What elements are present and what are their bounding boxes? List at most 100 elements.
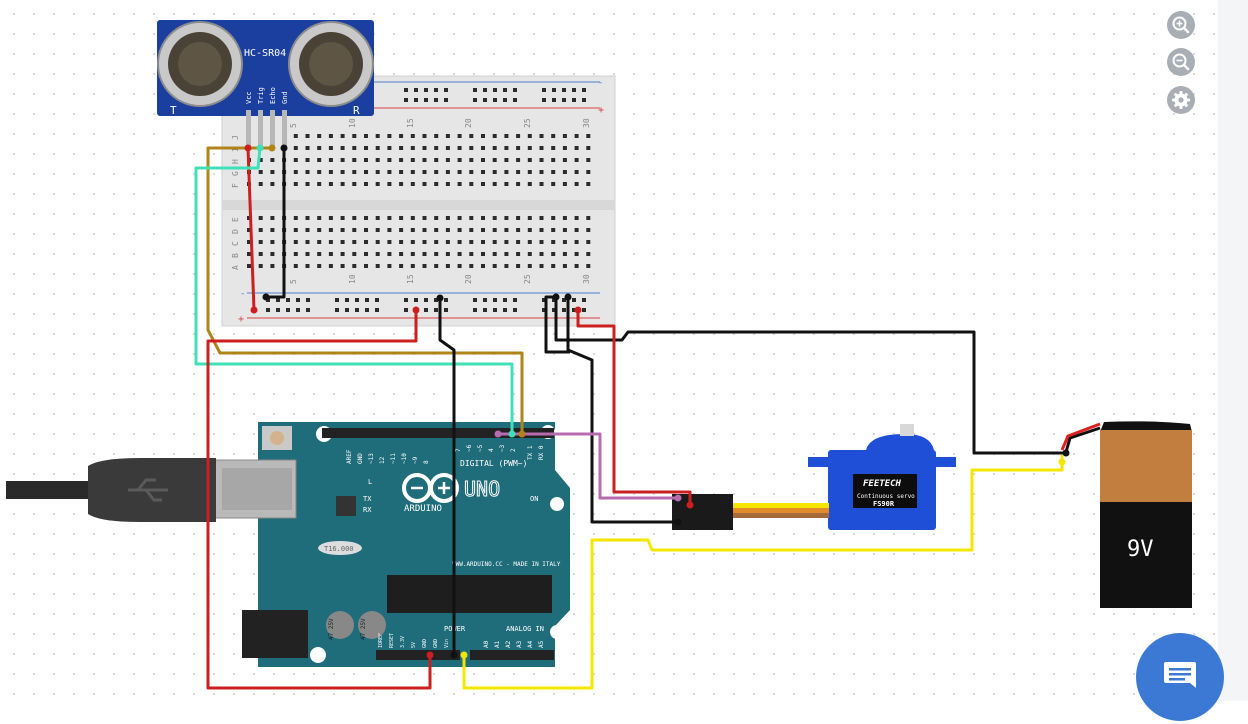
breadboard-hole[interactable] (574, 134, 579, 138)
breadboard-hole[interactable] (516, 264, 521, 268)
breadboard-hole[interactable] (387, 240, 392, 244)
breadboard-hole[interactable] (317, 252, 322, 256)
breadboard-hole[interactable] (387, 146, 392, 150)
breadboard-hole[interactable] (352, 228, 357, 232)
breadboard-hole[interactable] (516, 228, 521, 232)
rail-hole[interactable] (503, 88, 507, 92)
breadboard-hole[interactable] (527, 182, 532, 186)
breadboard-hole[interactable] (422, 146, 427, 150)
breadboard-hole[interactable] (352, 134, 357, 138)
breadboard-hole[interactable] (375, 170, 380, 174)
breadboard-hole[interactable] (434, 252, 439, 256)
rail-hole[interactable] (513, 298, 517, 302)
breadboard-hole[interactable] (375, 228, 380, 232)
breadboard-hole[interactable] (422, 264, 427, 268)
breadboard-hole[interactable] (375, 264, 380, 268)
breadboard-hole[interactable] (434, 216, 439, 220)
breadboard-hole[interactable] (481, 228, 485, 232)
rail-hole[interactable] (493, 298, 497, 302)
breadboard-hole[interactable] (247, 228, 251, 232)
breadboard-hole[interactable] (317, 146, 322, 150)
rail-hole[interactable] (444, 298, 448, 302)
breadboard-hole[interactable] (492, 170, 497, 174)
breadboard-hole[interactable] (328, 228, 333, 232)
breadboard-hole[interactable] (469, 146, 474, 150)
rail-hole[interactable] (562, 88, 566, 92)
breadboard-hole[interactable] (375, 134, 380, 138)
breadboard-hole[interactable] (387, 134, 392, 138)
breadboard-hole[interactable] (504, 228, 509, 232)
rail-hole[interactable] (513, 308, 517, 312)
rail-hole[interactable] (335, 298, 339, 302)
rail-hole[interactable] (542, 298, 546, 302)
breadboard-hole[interactable] (399, 228, 404, 232)
rail-hole[interactable] (365, 298, 369, 302)
breadboard-hole[interactable] (574, 158, 579, 162)
rail-hole[interactable] (503, 308, 507, 312)
breadboard-hole[interactable] (574, 240, 579, 244)
breadboard-hole[interactable] (270, 264, 275, 268)
servo-motor[interactable]: FEETECH Continuous servo FS90R (672, 424, 956, 530)
breadboard-hole[interactable] (445, 252, 450, 256)
breadboard-hole[interactable] (492, 158, 497, 162)
breadboard-hole[interactable] (340, 170, 345, 174)
breadboard-hole[interactable] (422, 158, 427, 162)
rail-hole[interactable] (424, 308, 428, 312)
breadboard-hole[interactable] (410, 146, 415, 150)
breadboard-hole[interactable] (539, 134, 544, 138)
breadboard-hole[interactable] (445, 228, 450, 232)
breadboard-hole[interactable] (562, 216, 567, 220)
breadboard-hole[interactable] (527, 216, 532, 220)
breadboard-hole[interactable] (375, 158, 380, 162)
breadboard-hole[interactable] (410, 170, 415, 174)
breadboard-hole[interactable] (258, 216, 263, 220)
rail-hole[interactable] (503, 298, 507, 302)
breadboard-hole[interactable] (516, 158, 521, 162)
breadboard-hole[interactable] (399, 264, 404, 268)
breadboard-hole[interactable] (574, 252, 579, 256)
breadboard-hole[interactable] (434, 182, 439, 186)
breadboard-hole[interactable] (328, 158, 333, 162)
breadboard-hole[interactable] (340, 134, 345, 138)
breadboard-hole[interactable] (387, 182, 392, 186)
breadboard-hole[interactable] (340, 228, 345, 232)
breadboard-hole[interactable] (399, 252, 404, 256)
breadboard-hole[interactable] (270, 252, 275, 256)
breadboard-hole[interactable] (539, 240, 544, 244)
breadboard-hole[interactable] (387, 216, 392, 220)
breadboard-hole[interactable] (434, 170, 439, 174)
breadboard-hole[interactable] (317, 228, 322, 232)
breadboard-hole[interactable] (539, 158, 544, 162)
breadboard-hole[interactable] (434, 228, 439, 232)
breadboard-hole[interactable] (574, 182, 579, 186)
rail-hole[interactable] (276, 308, 280, 312)
breadboard-hole[interactable] (364, 182, 368, 186)
breadboard-hole[interactable] (399, 170, 404, 174)
breadboard-hole[interactable] (340, 146, 345, 150)
breadboard-hole[interactable] (399, 216, 404, 220)
breadboard-hole[interactable] (457, 134, 462, 138)
breadboard-hole[interactable] (516, 216, 521, 220)
breadboard-hole[interactable] (562, 158, 567, 162)
breadboard-hole[interactable] (328, 134, 333, 138)
breadboard-hole[interactable] (434, 240, 439, 244)
breadboard-hole[interactable] (551, 228, 556, 232)
breadboard-hole[interactable] (305, 228, 310, 232)
breadboard-hole[interactable] (481, 252, 485, 256)
breadboard-hole[interactable] (481, 146, 485, 150)
rail-hole[interactable] (582, 308, 586, 312)
breadboard-hole[interactable] (492, 228, 497, 232)
breadboard-hole[interactable] (293, 158, 298, 162)
breadboard-hole[interactable] (527, 264, 532, 268)
breadboard-hole[interactable] (504, 158, 509, 162)
breadboard-hole[interactable] (504, 182, 509, 186)
breadboard-hole[interactable] (457, 182, 462, 186)
arduino-uno[interactable]: T16.000 47 25V 47 25V UNO ARDUINO DIGITA… (213, 422, 570, 667)
breadboard-hole[interactable] (492, 240, 497, 244)
breadboard-hole[interactable] (328, 170, 333, 174)
breadboard-hole[interactable] (364, 228, 368, 232)
wire-black[interactable] (266, 148, 286, 299)
breadboard-hole[interactable] (305, 158, 310, 162)
breadboard-hole[interactable] (562, 182, 567, 186)
rail-hole[interactable] (335, 308, 339, 312)
